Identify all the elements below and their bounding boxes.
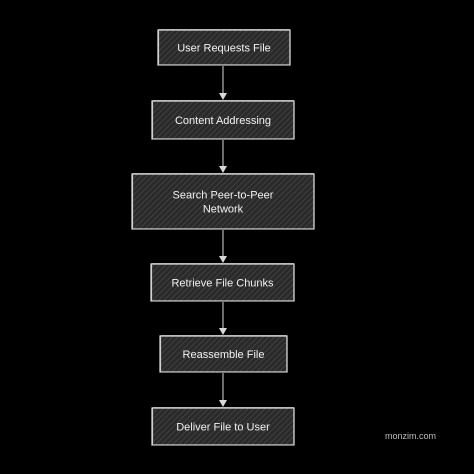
node-label: Content Addressing [175,115,271,127]
node-box [157,29,291,66]
node-box [151,100,295,140]
node-box-sketch-outline [151,263,294,302]
node-deliver-file-to-user: Deliver File to User [151,407,295,446]
watermark-text: monzim.com [384,431,436,441]
node-box-sketch-outline [152,407,294,446]
node-box [131,173,315,230]
node-box-sketch-outline [152,100,294,140]
node-label: Retrieve File Chunks [171,278,274,290]
node-retrieve-file-chunks: Retrieve File Chunks [150,263,295,302]
node-label: Network [203,204,244,216]
node-label: User Requests File [177,43,271,55]
node-box-sketch-outline [132,173,314,230]
node-label: Deliver File to User [176,422,270,434]
node-box [151,407,295,446]
node-label: Search Peer-to-Peer [173,190,274,202]
node-user-requests-file: User Requests File [157,29,291,66]
node-label: Reassemble File [183,349,265,361]
node-content-addressing: Content Addressing [151,100,295,140]
node-box-sketch-outline [158,29,290,66]
node-box-sketch-outline [160,335,287,373]
node-box [159,335,288,373]
node-reassemble-file: Reassemble File [159,335,288,373]
